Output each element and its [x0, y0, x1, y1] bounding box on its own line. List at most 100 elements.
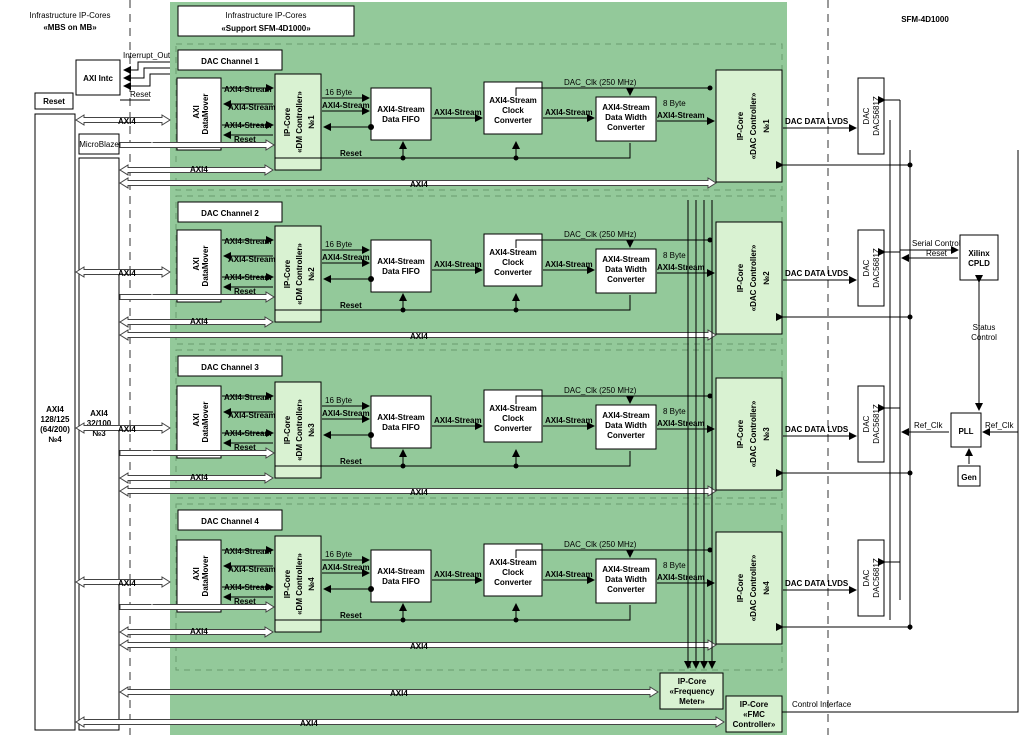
svg-text:IP-Core: IP-Core [678, 677, 707, 686]
axi4-label: AXI4 [118, 425, 136, 434]
axi4-bus-arrow [119, 639, 717, 651]
axi4-stream-label: AXI4-Stream [224, 583, 272, 592]
dm-controller-label: «DM Controller» [295, 243, 304, 305]
width-converter-block[interactable] [595, 404, 657, 450]
clock-converter-label: Converter [494, 578, 532, 587]
dac-controller-block[interactable] [715, 531, 783, 645]
axi4-bus-arrow [119, 177, 717, 189]
clock-converter-block[interactable] [483, 81, 543, 135]
byte16-label: 16 Byte [325, 240, 353, 249]
cpld-block[interactable] [959, 234, 999, 281]
dac-controller-block[interactable] [715, 69, 783, 183]
dm-controller-num: №4 [307, 577, 316, 591]
reset-label: Reset [340, 611, 362, 620]
width-converter-block[interactable] [595, 96, 657, 142]
channel-2: DAC Channel 2 [175, 195, 783, 345]
axi4-stream-label: AXI4-Stream [322, 101, 370, 110]
dm-controller-block[interactable] [274, 381, 322, 479]
axi4-bus-arrow [119, 164, 274, 176]
ref-clk-out-label: Ref_Clk [914, 421, 943, 430]
axi-datamover-label: AXI [192, 413, 201, 426]
svg-text:Gen: Gen [961, 473, 977, 482]
clock-converter-block[interactable] [483, 543, 543, 597]
axi4-stream-label: AXI4-Stream [434, 108, 482, 117]
status-control-line0: Status [973, 323, 996, 332]
axi4-bus-arrow [75, 422, 171, 434]
clock-converter-block[interactable] [483, 389, 543, 443]
width-converter-block[interactable] [595, 248, 657, 294]
width-converter-label: AXI4-Stream [602, 565, 650, 574]
dac-chip-label: DAC [862, 259, 871, 276]
svg-text:Controller»: Controller» [733, 720, 776, 729]
dm-controller-block[interactable] [274, 535, 322, 633]
dac-controller-num: №2 [762, 271, 771, 285]
axi-intc-label: AXI Intc [83, 74, 113, 83]
byte16-label: 16 Byte [325, 396, 353, 405]
reset-label: Reset [234, 597, 256, 606]
axi4-bus-arrow [119, 447, 275, 459]
pll-block[interactable] [950, 412, 982, 448]
reset-line-label: Reset [130, 90, 152, 99]
axi4-bus-arrow [75, 114, 171, 126]
width-converter-block[interactable] [595, 558, 657, 604]
clock-converter-label: Clock [502, 568, 524, 577]
fmc-controller-block[interactable] [725, 695, 783, 733]
cpld-reset-label: Reset [926, 249, 948, 258]
serial-control-label: Serial Control [912, 239, 961, 248]
dm-controller-num: №1 [307, 115, 316, 129]
reset-block[interactable] [34, 92, 74, 110]
dac-controller-block[interactable] [715, 377, 783, 491]
dm-controller-block[interactable] [274, 225, 322, 323]
axi4-stream-label: AXI4-Stream [434, 416, 482, 425]
dac-controller-label: IP-Core [736, 111, 745, 140]
frequency-meter-block[interactable] [659, 672, 724, 710]
clock-converter-label: Converter [494, 268, 532, 277]
dac-chip-block[interactable] [857, 385, 885, 463]
axi4-stream-label: AXI4-Stream [657, 263, 705, 272]
axi4-stream-label: AXI4-Stream [224, 429, 272, 438]
axi-datamover-block[interactable] [176, 229, 222, 303]
axi-datamover-block[interactable] [176, 77, 222, 151]
byte8-label: 8 Byte [663, 251, 686, 260]
axi4-stream-label: AXI4-Stream [545, 260, 593, 269]
infra-support-title: Infrastructure IP-Cores [226, 11, 307, 20]
microblaze-block[interactable] [78, 133, 120, 155]
dac-clk-label: DAC_Clk (250 MHz) [564, 386, 637, 395]
dac-data-lvds-label: DAC DATA LVDS [785, 269, 849, 278]
svg-text:DAC Channel 3: DAC Channel 3 [201, 363, 259, 372]
gen-block[interactable] [957, 465, 981, 487]
dac-controller-num: №3 [762, 427, 771, 441]
data-fifo-block[interactable] [370, 87, 432, 141]
axi4-interconnect-32[interactable] [78, 157, 120, 731]
infra-support-box [177, 5, 355, 37]
axi-datamover-block[interactable] [176, 385, 222, 459]
axi4-stream-label: AXI4-Stream [228, 103, 276, 112]
byte16-label: 16 Byte [325, 88, 353, 97]
dac-chip-block[interactable] [857, 539, 885, 617]
axi-intc-block[interactable] [75, 59, 121, 96]
axi4-label: AXI4 [410, 180, 428, 189]
width-converter-label: Converter [607, 123, 645, 132]
data-fifo-block[interactable] [370, 549, 432, 603]
dac-controller-label: «DAC Controller» [749, 554, 758, 621]
svg-text:DAC Channel 4: DAC Channel 4 [201, 517, 259, 526]
axi4-stream-label: AXI4-Stream [228, 565, 276, 574]
dm-controller-label: IP-Core [283, 415, 292, 444]
dm-controller-block[interactable] [274, 73, 322, 171]
axi-datamover-block[interactable] [176, 539, 222, 613]
clock-converter-block[interactable] [483, 233, 543, 287]
microblaze-label: MicroBlaze [79, 140, 119, 149]
dm-controller-label: IP-Core [283, 259, 292, 288]
data-fifo-block[interactable] [370, 395, 432, 449]
dac-controller-num: №4 [762, 581, 771, 595]
axi4-interconnect-128[interactable] [34, 113, 76, 731]
dac-chip-block[interactable] [857, 77, 885, 155]
dac-controller-label: IP-Core [736, 573, 745, 602]
dac-clk-label: DAC_Clk (250 MHz) [564, 230, 637, 239]
axi4-bus-arrow [119, 686, 659, 698]
clock-converter-label: Clock [502, 258, 524, 267]
dac-data-lvds-label: DAC DATA LVDS [785, 425, 849, 434]
dac-controller-block[interactable] [715, 221, 783, 335]
dac-chip-block[interactable] [857, 229, 885, 307]
data-fifo-block[interactable] [370, 239, 432, 293]
